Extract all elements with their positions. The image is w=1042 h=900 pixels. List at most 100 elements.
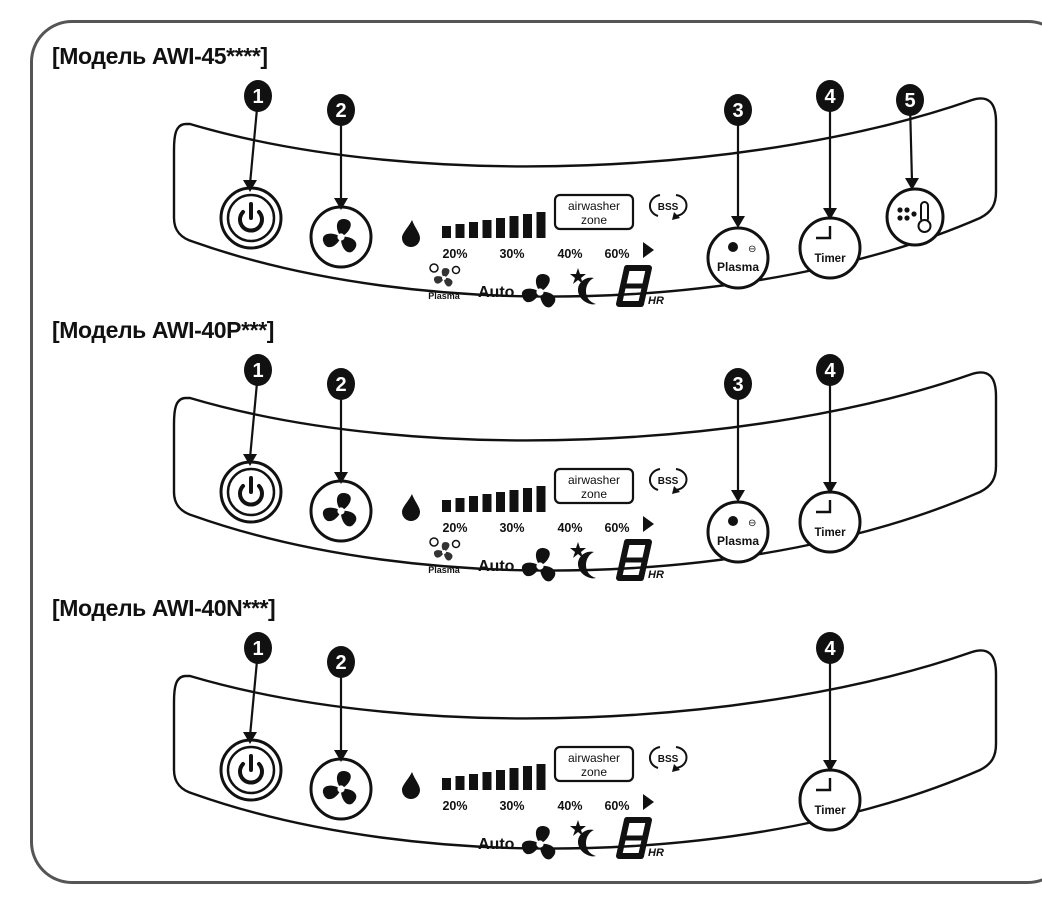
marker-number: 3	[732, 100, 743, 122]
humidity-segment	[442, 500, 451, 512]
fan-icon	[322, 771, 357, 805]
plasma-button[interactable]: ⊖Plasma	[706, 500, 770, 564]
humidity-segment	[442, 778, 451, 790]
bss-indicator: BSS	[649, 468, 688, 494]
power-button[interactable]	[219, 460, 283, 524]
plus-ion-icon	[429, 263, 439, 273]
humidity-segment	[455, 498, 465, 512]
humidity-percent-label: 20%	[442, 799, 467, 813]
play-triangle-icon	[643, 242, 654, 258]
plasma-indicator: Plasma	[428, 537, 461, 575]
marker-number: 2	[335, 374, 346, 396]
marker-number: 2	[335, 100, 346, 122]
power-button[interactable]	[219, 738, 283, 802]
hours-unit-label: HR	[648, 295, 664, 307]
humidity-percent-label: 40%	[557, 247, 582, 261]
humidity-segment	[469, 774, 478, 790]
callout-arrow	[334, 666, 348, 762]
plasma-indicator: Plasma	[428, 263, 461, 301]
marker-number: 4	[824, 86, 836, 108]
fan-speed-button[interactable]	[309, 757, 373, 821]
humidity-segment	[536, 764, 546, 790]
callout-arrow	[731, 114, 745, 228]
callout-arrow	[334, 388, 348, 484]
plasma-indicator-label: Plasma	[428, 291, 461, 301]
callout-marker-4: 4	[816, 632, 844, 664]
temperature-humidity-button[interactable]	[885, 187, 945, 247]
humidity-percent-label: 40%	[557, 799, 582, 813]
timer-button-label: Timer	[814, 527, 846, 539]
humidity-segment	[442, 226, 451, 238]
auto-mode-label: Auto	[478, 836, 515, 853]
zone-label: zone	[581, 487, 607, 501]
humidity-percent-label: 20%	[442, 247, 467, 261]
timer-digit-display	[616, 539, 652, 581]
airwasher-label: airwasher	[568, 199, 620, 213]
fan-icon	[521, 274, 556, 308]
humidity-segment	[496, 492, 505, 512]
callout-arrow	[243, 97, 260, 192]
timer-button[interactable]: Timer	[798, 768, 862, 832]
marker-badge	[816, 80, 844, 112]
bss-indicator: BSS	[649, 194, 688, 220]
fan-speed-button[interactable]	[309, 479, 373, 543]
auto-mode-label: Auto	[478, 558, 515, 575]
humidity-level-bar	[442, 486, 546, 512]
plasma-button-label: Plasma	[717, 260, 759, 274]
power-button[interactable]	[219, 186, 283, 250]
humidity-percent-label: 60%	[604, 521, 629, 535]
sleep-moon-icon	[570, 542, 596, 579]
humidity-level-bar	[442, 764, 546, 790]
bss-indicator: BSS	[649, 746, 688, 772]
timer-button-label: Timer	[814, 805, 846, 817]
plasma-indicator-label: Plasma	[428, 565, 461, 575]
plasma-button[interactable]: ⊖Plasma	[706, 226, 770, 290]
callout-marker-2: 2	[327, 646, 355, 678]
humidity-level-bar	[442, 212, 546, 238]
humidity-segment	[482, 494, 492, 512]
humidity-percent-label: 30%	[499, 799, 524, 813]
sleep-moon-icon	[570, 820, 596, 857]
play-triangle-icon	[643, 516, 654, 532]
callout-marker-2: 2	[327, 368, 355, 400]
fan-speed-button[interactable]	[309, 205, 373, 269]
hours-unit-label: HR	[648, 569, 664, 581]
thermometer-icon	[917, 201, 932, 233]
marker-number: 1	[252, 360, 263, 382]
zone-label: zone	[581, 765, 607, 779]
fan-icon	[322, 493, 357, 527]
callout-arrow	[243, 649, 260, 744]
fan-icon	[521, 548, 556, 582]
humidity-segment	[469, 222, 478, 238]
hours-unit-label: HR	[648, 847, 664, 859]
water-drop-icon	[402, 220, 420, 247]
humidity-segment	[455, 776, 465, 790]
callout-marker-3: 3	[724, 94, 752, 126]
humidity-segment	[536, 212, 546, 238]
humidity-percent-label: 20%	[442, 521, 467, 535]
humidity-percent-label: 40%	[557, 521, 582, 535]
plus-ion-icon	[728, 516, 738, 526]
timer-button[interactable]: Timer	[798, 490, 862, 554]
timer-digit-display	[616, 817, 652, 859]
callout-marker-3: 3	[724, 368, 752, 400]
callout-arrow	[243, 371, 260, 466]
star-icon	[570, 820, 586, 836]
zone-label: zone	[581, 213, 607, 227]
timer-icon	[816, 500, 832, 514]
marker-number: 1	[252, 638, 263, 660]
airwasher-label: airwasher	[568, 473, 620, 487]
marker-number: 1	[252, 86, 263, 108]
marker-badge	[327, 94, 355, 126]
timer-icon	[816, 778, 832, 792]
callout-arrow	[731, 388, 745, 502]
humidity-segment	[455, 224, 465, 238]
marker-badge	[327, 368, 355, 400]
timer-button-label: Timer	[814, 253, 846, 265]
timer-button[interactable]: Timer	[798, 216, 862, 280]
marker-number: 2	[335, 652, 346, 674]
